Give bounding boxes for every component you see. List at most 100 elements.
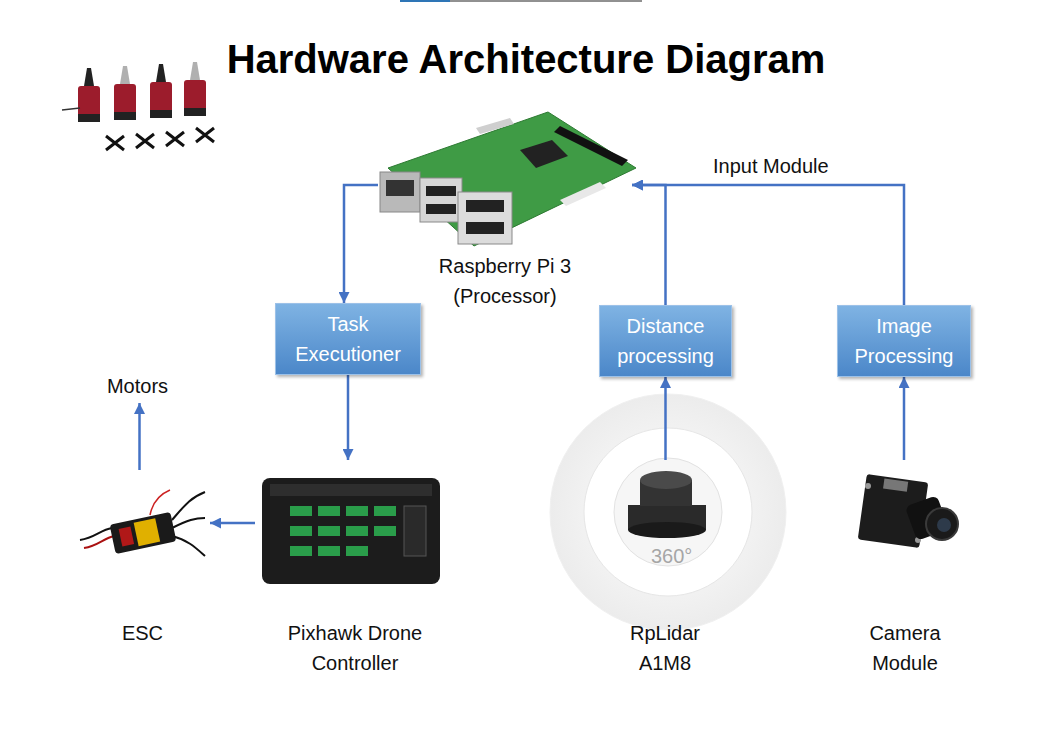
motor-part: Motors	[55, 55, 220, 401]
part-name: ESC	[122, 618, 163, 648]
motors-picture-shape-shape	[184, 108, 206, 116]
esc-picture-shape	[150, 490, 170, 515]
pixhawk-picture-shape	[404, 506, 426, 556]
diagram-title: Hardware Architecture Diagram	[0, 34, 1052, 84]
raspberry-pi-picture-shape	[520, 140, 568, 168]
esc-picture-shape	[172, 536, 205, 556]
process-box: Distance processing	[599, 305, 732, 377]
motors-picture-shape	[106, 128, 214, 150]
raspberry-pi-picture-shape	[388, 112, 636, 246]
raspberry-pi-picture-shape	[426, 186, 456, 196]
motors-picture-shape-shape	[166, 132, 184, 146]
flow-arrow	[903, 377, 906, 460]
raspberry-pi-picture-shape	[466, 200, 504, 212]
raspberry-pi-picture-shape	[380, 172, 420, 212]
pixhawk-picture-shape	[346, 526, 368, 536]
esc-picture-shape	[172, 518, 205, 528]
top-rule	[400, 1, 642, 2]
pixhawk-picture-shape	[346, 506, 368, 516]
motors-picture	[62, 62, 214, 150]
raspberry-pi-picture-shape	[554, 126, 628, 166]
angle-label: 360°	[651, 542, 692, 570]
top-rule-shape	[450, 1, 642, 2]
motors-picture-shape-shape	[196, 128, 214, 142]
module-label: Input Module	[713, 152, 829, 180]
pixhawk-picture-shape	[318, 526, 340, 536]
esc-picture-shape	[119, 526, 134, 546]
raspberry-pi-picture-shape	[560, 182, 606, 206]
camera-picture-shape	[865, 483, 871, 489]
camera-picture-shape	[926, 508, 958, 540]
pixhawk-picture-shape	[346, 546, 368, 556]
camera-part: Camera Module	[845, 460, 965, 678]
motors-picture-shape-shape	[156, 64, 166, 82]
process-box: Image Processing	[837, 305, 971, 377]
part-name: Camera Module	[855, 618, 955, 678]
esc-picture-shape	[134, 518, 161, 546]
pixhawk-picture-shape	[270, 484, 432, 496]
pixhawk-picture-shape	[318, 546, 340, 556]
motors-picture-shape-shape	[120, 66, 130, 84]
flow-arrow	[632, 185, 666, 305]
part-name: Pixhawk Drone Controller	[265, 618, 445, 678]
pixhawk-picture-shape	[374, 526, 396, 536]
esc-picture-shape	[110, 512, 177, 554]
camera-picture	[858, 474, 958, 548]
raspberry-pi-picture-shape	[458, 192, 512, 244]
pixhawk-picture-shape	[262, 478, 440, 584]
camera-picture-shape	[883, 478, 908, 491]
box-text: Distance processing	[608, 311, 723, 371]
esc-picture-shape	[172, 492, 205, 520]
part-name: Motors	[107, 371, 168, 401]
flow-arrow	[664, 377, 667, 460]
flow-arrow	[138, 403, 141, 470]
lidar-part: RpLidar A1M8	[590, 460, 740, 678]
top-rule-shape	[400, 0, 450, 2]
lidar-picture-shape	[640, 471, 692, 489]
raspberry-pi-picture-shape	[426, 204, 456, 214]
part-name: Raspberry Pi 3 (Processor)	[420, 251, 590, 311]
controller-part: Pixhawk Drone Controller	[255, 460, 455, 678]
raspberry-pi-picture-shape	[420, 178, 462, 222]
motors-picture-shape-shape	[78, 114, 100, 122]
process-box: Task Executioner	[275, 303, 421, 375]
motors-picture-shape	[184, 62, 206, 116]
raspberry-pi-picture-shape	[476, 118, 514, 134]
raspberry-pi-picture	[380, 112, 636, 246]
flow-arrow	[632, 185, 904, 305]
flow-arrow	[347, 375, 350, 460]
pixhawk-picture-shape	[374, 506, 396, 516]
motors-picture-shape	[150, 64, 172, 118]
esc-picture	[80, 490, 205, 556]
processor-part: Raspberry Pi 3 (Processor)	[378, 110, 632, 311]
pixhawk-picture-shape	[318, 506, 340, 516]
pixhawk-picture-shape	[290, 546, 312, 556]
box-text: Image Processing	[846, 311, 962, 371]
lidar-picture-shape	[584, 428, 752, 596]
motors-picture-shape-shape	[136, 134, 154, 148]
flow-arrow	[210, 522, 255, 525]
lidar-picture-shape	[628, 522, 706, 538]
motors-picture-shape	[114, 66, 136, 120]
motors-picture-shape-shape	[114, 112, 136, 120]
lidar-picture	[550, 394, 786, 630]
motors-picture-shape-shape	[106, 136, 124, 150]
camera-picture-shape	[937, 518, 951, 532]
motors-picture-shape-shape	[84, 68, 94, 86]
motors-picture-shape-shape	[150, 110, 172, 118]
raspberry-pi-picture-shape	[466, 222, 504, 234]
motors-picture-shape-shape	[190, 62, 200, 80]
part-name: RpLidar A1M8	[615, 618, 715, 678]
lidar-picture-shape	[550, 394, 786, 630]
pixhawk-picture-shape	[290, 526, 312, 536]
esc-picture-shape	[84, 536, 114, 548]
pixhawk-picture-shape	[290, 506, 312, 516]
motors-picture-shape	[62, 108, 80, 110]
motors-picture-shape	[78, 68, 100, 122]
flow-arrow	[344, 185, 378, 303]
raspberry-pi-picture-shape	[386, 180, 414, 196]
pixhawk-picture	[262, 478, 440, 584]
box-text: Task Executioner	[284, 309, 412, 369]
esc-part: ESC	[75, 470, 210, 648]
